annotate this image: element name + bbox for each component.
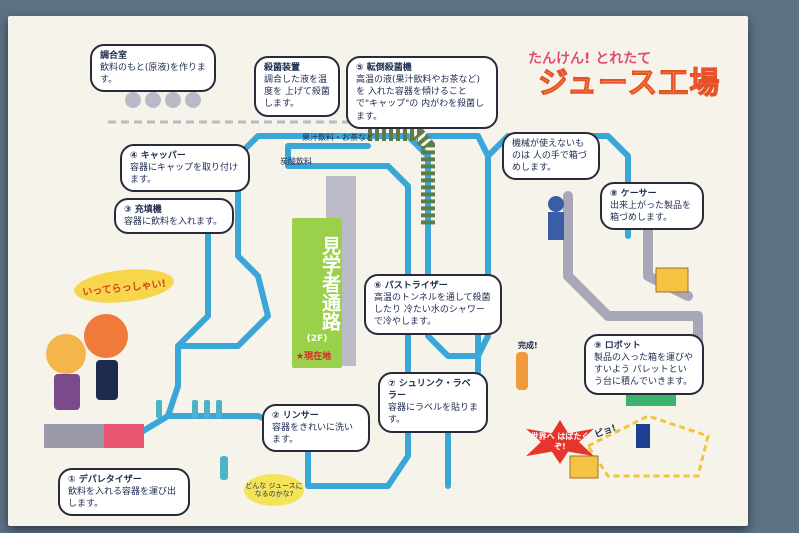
sterilizer-tunnel: [368, 127, 435, 226]
visitor-corridor: 見学者通路 (2F): [292, 218, 342, 368]
step-rinser: ② リンサー 容器をきれいに洗います。: [262, 404, 370, 453]
depalletizer-unloader: [104, 424, 144, 448]
step-title: ③ 充填機: [124, 205, 162, 215]
step-title: ④ キャッパー: [130, 151, 186, 161]
step-sterilize-heat: 殺菌装置 調合した液を温度を 上げて殺菌します。: [254, 56, 340, 117]
finished-bottle: [516, 352, 528, 390]
step-body: 容器にキャップを取り付けます。: [130, 163, 239, 186]
case-box: [655, 267, 689, 293]
board-title: たんけん! とれたて ジュース工場: [528, 51, 738, 102]
robot-path: [585, 414, 710, 478]
step-title: ① デパレタイザー: [68, 475, 142, 485]
question-bubble: どんな ジュースに なるのかな?: [244, 474, 304, 506]
character-girl-body: [54, 374, 80, 410]
step-invert-sterilize: ⑤ 転倒殺菌機 高温の液(果汁飲料やお茶など)を 入れた容器を傾けることで"キャ…: [346, 56, 498, 129]
current-location: ★現在地: [296, 352, 332, 362]
step-robot: ⑨ ロボット 製品の入った箱を運びやすいよう パレットという台に積んでいきます。: [584, 334, 704, 395]
step-body: 容器をきれいに洗います。: [272, 423, 354, 446]
step-body: 機械が使えないものは 人の手で箱づめします。: [512, 139, 587, 174]
robot-arm: [636, 424, 650, 448]
title-line2: ジュース工場: [538, 66, 721, 102]
exhibit-board: たんけん! とれたて ジュース工場 果汁飲料・お茶など 炭酸飲料 調合室 飲料の…: [8, 16, 748, 526]
step-pasteurizer: ⑥ パストライザー 高温のトンネルを通して殺菌したり 冷たい水のシャワーで冷やし…: [364, 274, 502, 335]
step-title: ⑦ シュリンク・ラベラー: [388, 379, 471, 402]
step-body: 高温のトンネルを通して殺菌したり 冷たい水のシャワーで冷やします。: [374, 293, 491, 328]
step-body: 容器に飲料を入れます。: [124, 217, 223, 228]
step-shrink-labeler: ⑦ シュリンク・ラベラー 容器にラベルを貼ります。: [378, 372, 488, 433]
shipping-box: [569, 455, 599, 479]
completed-label: 完成!: [518, 341, 538, 350]
character-boy-face: [84, 314, 128, 358]
corridor-label: 見学者通路: [319, 235, 341, 331]
step-manual-packing: 機械が使えないものは 人の手で箱づめします。: [502, 132, 600, 181]
step-title: 殺菌装置: [264, 63, 301, 73]
worker-head: [548, 196, 564, 212]
step-capper: ④ キャッパー 容器にキャップを取り付けます。: [120, 144, 250, 193]
step-filler: ③ 充填機 容器に飲料を入れます。: [114, 198, 234, 235]
step-body: 容器にラベルを貼ります。: [388, 403, 479, 426]
step-depalletizer: ① デパレタイザー 飲料を入れる容器を運び出します。: [58, 468, 190, 517]
step-body: 製品の入った箱を運びやすいよう パレットという台に積んでいきます。: [594, 353, 694, 388]
pipe-label-soda: 炭酸飲料: [280, 157, 312, 166]
step-title: ⑤ 転倒殺菌機: [356, 63, 412, 73]
preparation-tanks: [125, 92, 201, 108]
step-preparation: 調合室 飲料のもと(原液)を作ります。: [90, 44, 216, 93]
step-title: 調合室: [100, 51, 128, 61]
step-caser: ⑧ ケーサー 出来上がった製品を箱づめします。: [600, 182, 704, 231]
depalletizer-block: [44, 424, 104, 448]
character-girl-face: [46, 334, 86, 374]
corridor-floor: (2F): [306, 334, 328, 344]
worker-body: [548, 212, 564, 240]
character-boy-body: [96, 360, 118, 400]
step-body: 高温の液(果汁飲料やお茶など)を 入れた容器を傾けることで"キャップ"の 内がわ…: [356, 75, 485, 122]
step-title: ⑨ ロボット: [594, 341, 641, 351]
step-title: ⑥ パストライザー: [374, 281, 448, 291]
title-line1: たんけん! とれたて: [528, 51, 652, 67]
step-title: ② リンサー: [272, 411, 319, 421]
step-body: 飲料を入れる容器を運び出します。: [68, 487, 177, 510]
step-body: 出来上がった製品を箱づめします。: [610, 201, 692, 224]
pipe-label-juice-tea: 果汁飲料・お茶など: [302, 133, 374, 142]
step-title: ⑧ ケーサー: [610, 189, 657, 199]
step-body: 飲料のもと(原液)を作ります。: [100, 63, 206, 86]
bottles: [156, 400, 228, 480]
step-body: 調合した液を温度を 上げて殺菌します。: [264, 75, 330, 110]
